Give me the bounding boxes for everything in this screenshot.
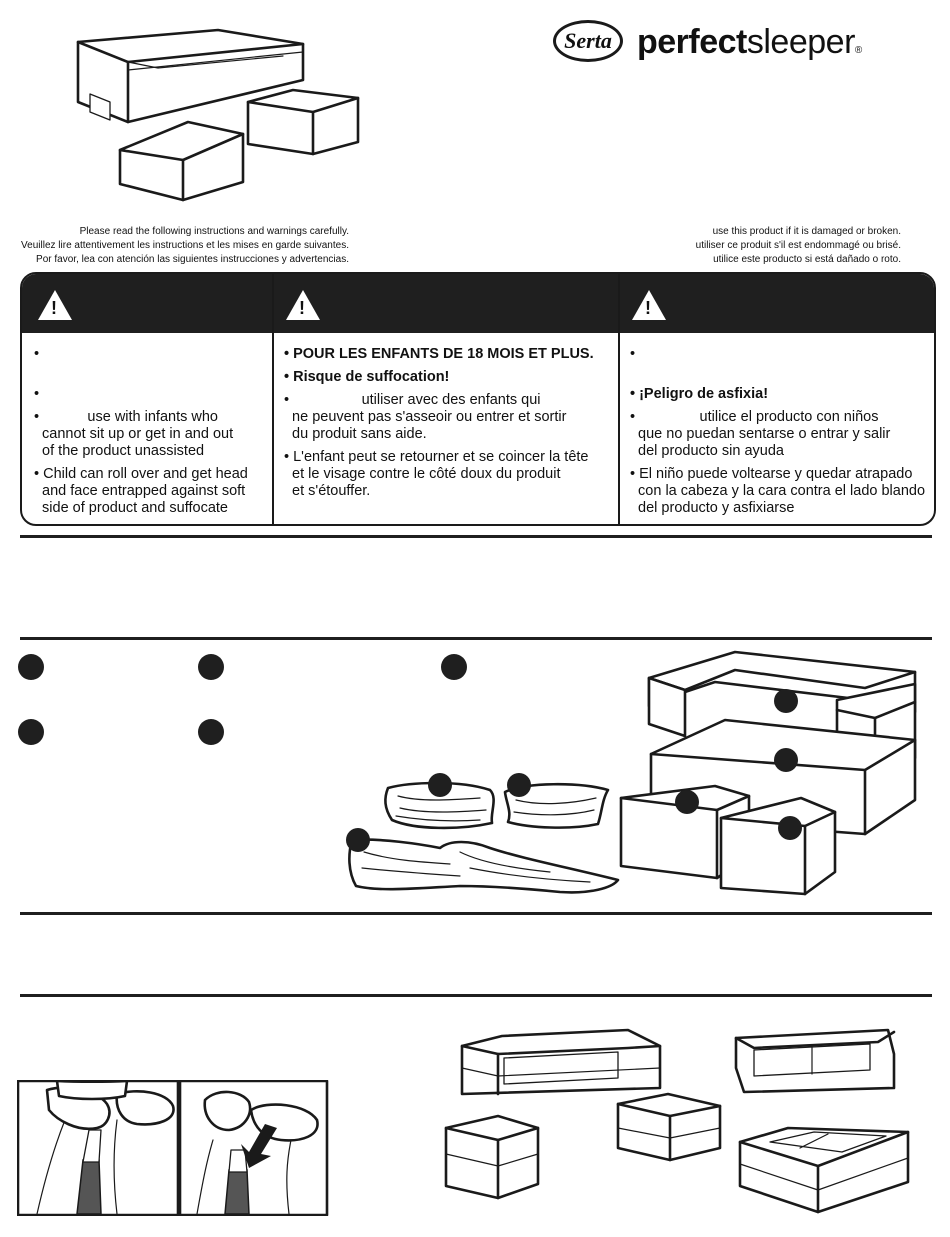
intro-es: Por favor, lea con atención las siguient… <box>36 254 349 265</box>
damage-es: utilice este producto si está dañado o r… <box>713 254 901 265</box>
part-marker <box>18 719 44 745</box>
covers-illustration <box>346 773 620 894</box>
part-marker <box>198 654 224 680</box>
warning-list-es: • • ¡Peligro de asfixia! • utilice el pr… <box>630 346 930 523</box>
intro-text: Please read the following instructions a… <box>21 225 349 267</box>
foam-pieces-illustration <box>619 650 917 896</box>
warning-item: • utiliser avec des enfants qui ne peuve… <box>284 392 567 442</box>
sofa-set-illustration <box>76 28 360 202</box>
serta-logo-text: Serta <box>564 28 612 53</box>
sofa-configurations-illustration <box>444 1028 910 1214</box>
warning-item: • <box>34 386 40 402</box>
brand-logo: Serta perfectsleeper® <box>553 18 893 68</box>
registered-mark: ® <box>854 45 862 56</box>
warning-item: • Risque de suffocation! <box>284 369 450 385</box>
section-divider <box>20 535 932 538</box>
warning-item: • utilice el producto con niños que no p… <box>630 409 891 459</box>
product-name: perfectsleeper® <box>637 22 862 71</box>
damage-fr: utiliser ce produit s'il est endommagé o… <box>695 240 901 251</box>
warning-triangle-icon: ! <box>286 290 320 320</box>
part-marker <box>18 654 44 680</box>
section-divider <box>20 637 932 640</box>
warning-item: • El niño puede voltearse y quedar atrap… <box>630 466 926 516</box>
part-marker <box>441 654 467 680</box>
warning-item: • ¡Peligro de asfixia! <box>630 386 769 402</box>
damage-en: use this product if it is damaged or bro… <box>712 226 901 237</box>
warning-list-fr: • POUR LES ENFANTS DE 18 MOIS ET PLUS. •… <box>284 346 614 506</box>
product-name-bold: perfect <box>637 23 747 61</box>
section-divider <box>20 994 932 997</box>
section-divider <box>20 912 932 915</box>
product-name-light: sleeper <box>746 23 856 61</box>
intro-en: Please read the following instructions a… <box>79 226 349 237</box>
warning-list-en: • • • use with infants who cannot sit up… <box>34 346 264 523</box>
warning-item: • <box>630 346 636 362</box>
warning-item: • <box>34 346 40 362</box>
warning-header-bar <box>22 274 934 333</box>
intro-fr: Veuillez lire attentivement les instruct… <box>21 240 349 251</box>
part-marker <box>198 719 224 745</box>
warning-item: • use with infants who cannot sit up or … <box>34 409 234 459</box>
warning-item: • POUR LES ENFANTS DE 18 MOIS ET PLUS. <box>284 346 594 362</box>
warning-item: • Child can roll over and get head and f… <box>34 466 248 516</box>
damage-notice: use this product if it is damaged or bro… <box>696 225 901 267</box>
serta-logo-icon: Serta <box>553 20 623 62</box>
warning-triangle-icon: ! <box>632 290 666 320</box>
warning-triangle-icon: ! <box>38 290 72 320</box>
warning-box: ! ! ! • • • use with infants who cannot … <box>20 272 936 526</box>
zipper-step-illustration <box>17 1080 329 1216</box>
warning-item: • L'enfant peut se retourner et se coinc… <box>284 449 589 499</box>
